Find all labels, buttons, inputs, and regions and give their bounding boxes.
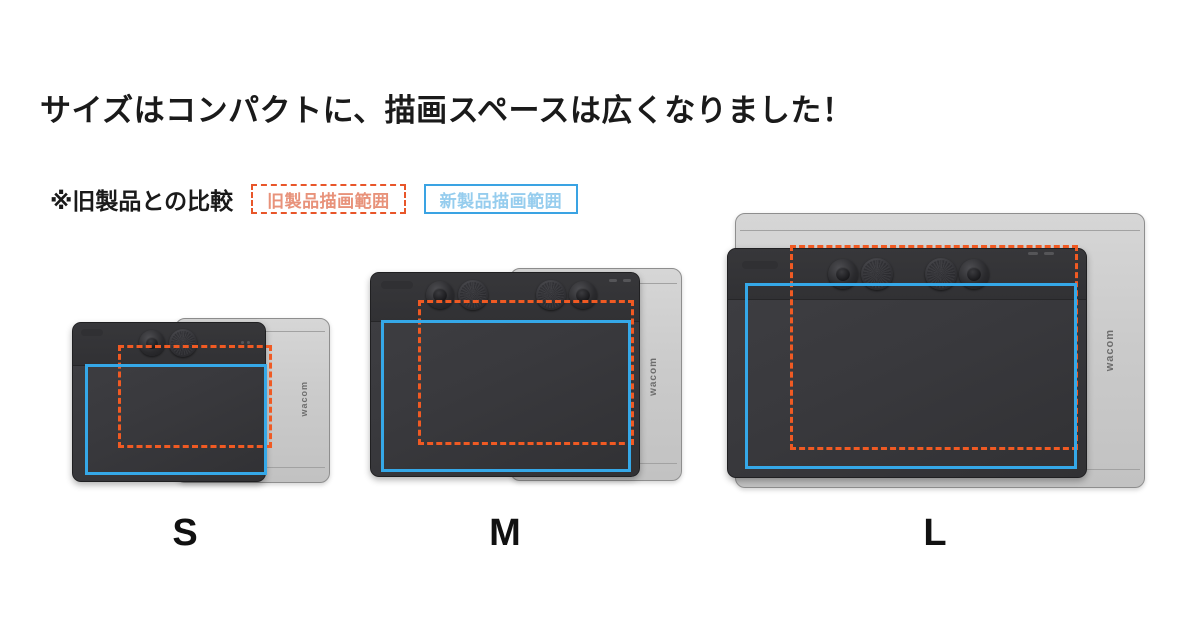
tablet-s-bar-slot [81, 329, 103, 336]
tablet-l-status-led-2 [1044, 252, 1054, 255]
tablet-m-drawing-surface [371, 322, 639, 476]
tablet-m-status-led [609, 279, 617, 282]
tablet-l-knob-dial-knob-right[interactable] [925, 258, 957, 290]
tablet-m-knob-dial-knob-right[interactable] [536, 280, 566, 310]
wacom-wordmark-l: wacom [1104, 329, 1116, 372]
tablet-m-knob-dial-knob-left[interactable] [458, 280, 488, 310]
tablet-m-size-label: M [489, 512, 521, 554]
tablet-l-drawing-surface [728, 300, 1086, 477]
tablet-l-knob-ring-button-left[interactable] [828, 259, 858, 289]
wacom-wordmark-s: wacom [299, 381, 309, 417]
tablet-l-bar-slot [742, 261, 778, 269]
tablet-l-knob-dial-knob-left[interactable] [861, 258, 893, 290]
tablet-s-control-bar [73, 323, 265, 366]
tablet-m-front-body [370, 272, 640, 477]
tablet-m-knob-ring-button-left[interactable] [426, 281, 454, 309]
page-title: サイズはコンパクトに、描画スペースは広くなりました！ [40, 93, 854, 128]
wacom-wordmark-m: wacom [648, 357, 659, 396]
tablet-s-drawing-surface [73, 366, 265, 481]
legend-new-range-box: 新製品描画範囲 [423, 184, 579, 214]
tablet-l-knob-ring-button-right[interactable] [959, 259, 989, 289]
tablet-m-control-bar [371, 273, 639, 322]
tablet-l-front-body [727, 248, 1087, 478]
tablet-s-size-label: S [172, 512, 198, 554]
tablet-s-front-body [72, 322, 266, 482]
tablet-s-knob-dial-knob[interactable] [169, 329, 197, 357]
tablet-s-status-led-2 [247, 341, 250, 344]
legend: ※旧製品との比較 旧製品描画範囲 新製品描画範囲 [50, 182, 579, 216]
tablet-s-knob-ring-button[interactable] [139, 330, 165, 356]
tablet-m-status-led-2 [623, 279, 631, 282]
tablet-l-size-label: L [923, 512, 947, 554]
tablet-l-rear-seam [740, 230, 1140, 231]
legend-old-range-box: 旧製品描画範囲 [251, 184, 406, 214]
tablet-m-knob-ring-button-right[interactable] [569, 281, 597, 309]
tablet-s-status-led [241, 341, 244, 344]
tablet-m-bar-slot [381, 281, 413, 289]
tablet-l-control-bar [728, 249, 1086, 300]
tablet-l-status-led [1028, 252, 1038, 255]
legend-note: ※旧製品との比較 [50, 188, 234, 214]
